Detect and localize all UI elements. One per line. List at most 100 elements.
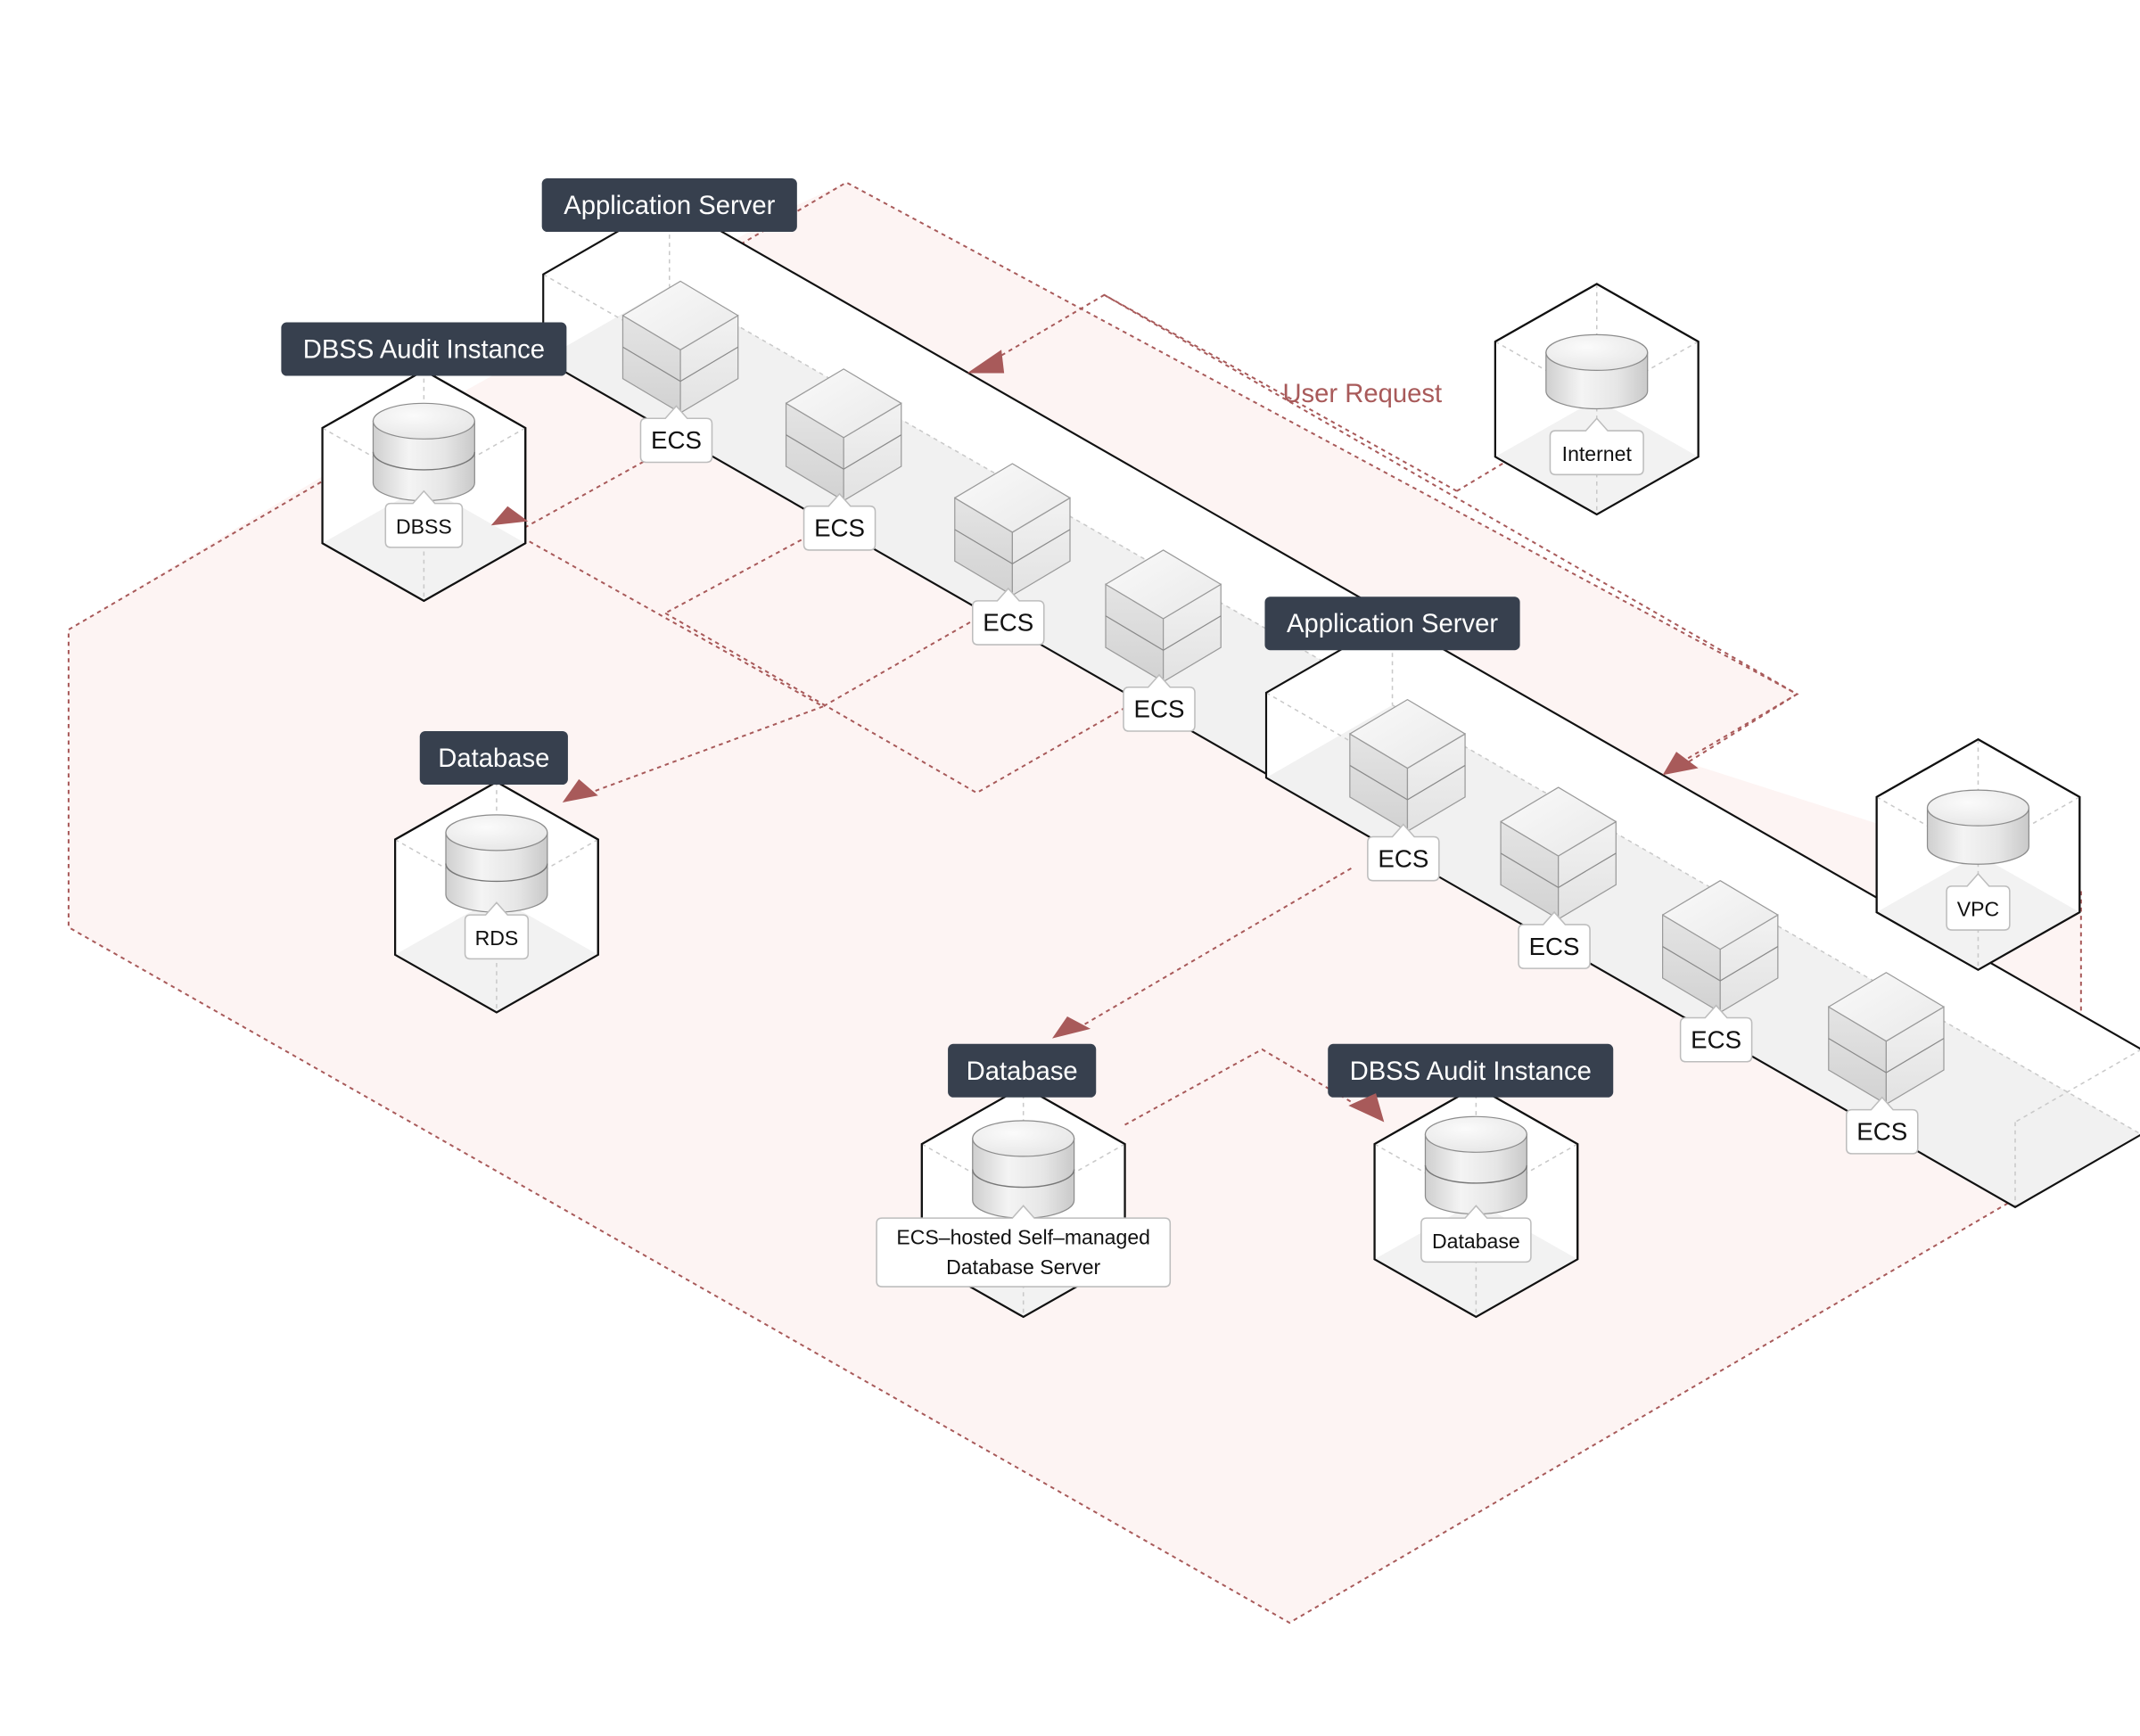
arrowhead-icon xyxy=(490,506,529,526)
application-server-header: Application Server xyxy=(1287,610,1498,638)
arrowhead-icon xyxy=(1348,1093,1385,1123)
database-icon-seam xyxy=(445,863,548,883)
ecs-tag-box xyxy=(1518,910,1591,969)
unit-dbss-1: DBSS DBSS Audit Instance xyxy=(281,322,567,603)
ecs-tag-box xyxy=(972,587,1045,646)
internet-icon-top xyxy=(1545,333,1649,371)
arrowhead-icon xyxy=(967,350,1005,374)
database-icon xyxy=(445,814,548,913)
database-icon-seam xyxy=(972,1169,1075,1189)
dbss-1-header: DBSS Audit Instance xyxy=(303,336,545,365)
arrowhead-icon xyxy=(1052,1016,1091,1039)
flow-line xyxy=(664,527,824,614)
vpc-border-bottom xyxy=(67,472,2082,1625)
database-icon-seam xyxy=(1424,1164,1527,1184)
ecs-server-icon-top xyxy=(1500,786,1617,857)
selfdb-outline xyxy=(920,1085,1126,1319)
ecs-tag-label: ECS xyxy=(1691,1025,1741,1053)
dbss-2-tag-box xyxy=(1420,1205,1532,1263)
ecs-server-icon-top xyxy=(785,368,902,439)
rds-tag-label: RDS xyxy=(475,926,519,950)
vpc-tag-label: VPC xyxy=(1957,898,1999,921)
selfdb-tag-label: Database Server xyxy=(946,1255,1100,1279)
unit-rds: RDS Database xyxy=(394,730,599,1014)
ecs-tag-label: ECS xyxy=(1134,695,1185,723)
ecs-tag-label: ECS xyxy=(983,609,1033,637)
ecs-server-icon-top xyxy=(1828,972,1945,1042)
ecs-server-icon-seam xyxy=(954,529,1071,565)
ecs-server-icon xyxy=(1828,972,1945,1106)
dbss-2-outline xyxy=(1373,1085,1579,1319)
ecs-tag-label: ECS xyxy=(651,426,702,454)
dbss-2-header-bg xyxy=(1328,1043,1614,1098)
ecs-server-icon-seam xyxy=(1349,764,1466,801)
ecs-server-icon-top xyxy=(1105,549,1222,620)
user-request-label: User Request xyxy=(1282,380,1442,408)
flow-line xyxy=(500,524,975,708)
ecs-server-icon-seam xyxy=(1662,946,1779,982)
ecs-server-icon-top xyxy=(1349,698,1466,769)
dbss-1-tag-box xyxy=(384,490,464,548)
internet-tag-label: Internet xyxy=(1562,442,1633,465)
ecs-tag-box xyxy=(1845,1096,1919,1155)
ecs-tag-box xyxy=(1679,1004,1753,1063)
application-server-header-bg xyxy=(1264,596,1520,651)
rds-tag-box xyxy=(464,901,530,960)
internet-tag-box xyxy=(1549,417,1644,476)
application-server-header-bg xyxy=(541,177,797,232)
selfdb-tag-box xyxy=(876,1205,1172,1288)
application-server-header: Application Server xyxy=(564,192,775,220)
arrowhead-icon xyxy=(1662,752,1699,776)
arrowheads xyxy=(490,350,1699,1123)
flow-line xyxy=(1076,867,1352,1030)
ecs-tag-box xyxy=(802,492,877,551)
vpc-outline xyxy=(1875,737,2081,971)
flow-line xyxy=(589,705,824,794)
database-icon-top xyxy=(1424,1115,1527,1153)
database-icon-top xyxy=(972,1120,1075,1157)
vpc-fill xyxy=(68,182,2081,1623)
dbss-1-tag-label: DBSS xyxy=(396,514,452,538)
ecs-server-icon-top xyxy=(954,463,1071,533)
arrowhead-icon xyxy=(562,778,598,802)
selfdb-header: Database xyxy=(967,1057,1078,1086)
ecs-server-icon xyxy=(621,280,739,415)
ecs-server-icon xyxy=(1349,698,1466,833)
ecs-server-icon xyxy=(1500,786,1617,920)
ecs-tag-box xyxy=(639,405,713,464)
ecs-server-icon-seam xyxy=(786,434,902,470)
selfdb-tag-label: ECS–hosted Self–managed xyxy=(896,1225,1150,1248)
database-icon-seam xyxy=(372,451,476,471)
rds-header: Database xyxy=(438,745,549,773)
ecs-server-icon-seam xyxy=(1500,852,1617,889)
flow-line xyxy=(1103,293,1799,764)
ecs-server-icon xyxy=(785,368,902,502)
unit-dbss-2: Database DBSS Audit Instance xyxy=(1328,1043,1614,1319)
ecs-tag-box xyxy=(1123,673,1196,732)
ecs-server-icon xyxy=(1105,549,1222,683)
ecs-tag-label: ECS xyxy=(814,514,865,542)
rds-header-bg xyxy=(419,730,568,785)
ecs-tag-label: ECS xyxy=(1529,933,1580,960)
vpc-tag-box xyxy=(1946,872,2011,931)
database-icon xyxy=(1424,1115,1527,1215)
ecs-server-icon xyxy=(1661,880,1779,1014)
ecs-tag-box xyxy=(1367,823,1440,882)
unit-internet: Internet xyxy=(1494,283,1700,516)
ecs-tag-label: ECS xyxy=(1378,844,1428,872)
dbss-2-header: DBSS Audit Instance xyxy=(1350,1057,1592,1086)
selfdb-header-bg xyxy=(948,1043,1097,1098)
ecs-server-icon-seam xyxy=(622,346,739,383)
dbss-2-tag-label: Database xyxy=(1432,1230,1520,1253)
unit-vpc: VPC xyxy=(1875,737,2081,971)
ecs-server-icon-seam xyxy=(1105,615,1222,651)
ecs-server-icon-seam xyxy=(1828,1038,1945,1074)
internet-icon xyxy=(1545,333,1649,410)
ecs-server-icon-top xyxy=(1661,880,1779,950)
ecs-server-icon xyxy=(954,463,1071,596)
